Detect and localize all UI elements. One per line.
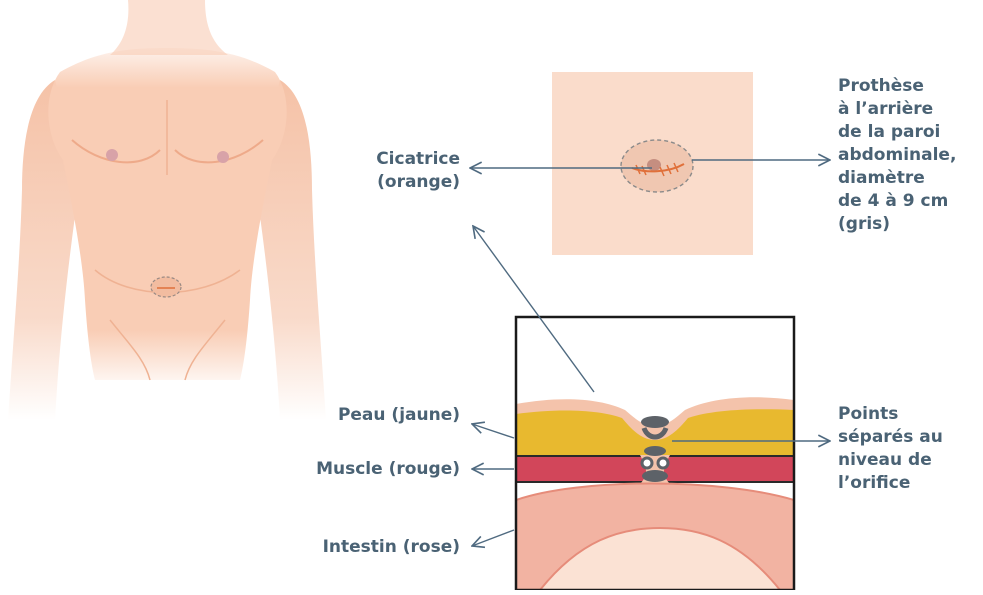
label-points: Points séparés au niveau de l’orifice [838,403,943,495]
label-points-line1: Points [838,403,943,426]
label-muscle-text: Muscle (rouge) [316,459,460,479]
right-nipple [217,151,229,163]
label-peau-text: Peau (jaune) [338,405,460,425]
label-prothese-line5: diamètre [838,167,956,190]
arrow-peau [472,424,514,438]
arrow-intestin [472,530,514,546]
label-muscle: Muscle (rouge) [280,458,460,481]
neck [110,0,228,55]
label-prothese-line3: de la paroi [838,121,956,144]
navel-prosthesis-outline [151,277,181,297]
label-prothese-line7: (gris) [838,213,956,236]
label-intestin-text: Intestin (rose) [323,537,460,557]
cross-section-panel [516,317,794,590]
suture-points [641,416,669,482]
left-nipple [106,149,118,161]
label-prothese-line1: Prothèse [838,75,956,98]
label-cicatrice: Cicatrice (orange) [340,148,460,194]
torso [48,48,286,380]
label-cicatrice-line1: Cicatrice [340,148,460,171]
label-points-line2: séparés au [838,426,943,449]
label-prothese-line2: à l’arrière [838,98,956,121]
navel-detail-panel [552,72,753,255]
label-prothese: Prothèse à l’arrière de la paroi abdomin… [838,75,956,236]
navel [647,159,661,171]
label-prothese-line6: de 4 à 9 cm [838,190,956,213]
label-cicatrice-line2: (orange) [340,171,460,194]
label-points-line4: l’orifice [838,472,943,495]
label-peau: Peau (jaune) [300,404,460,427]
label-points-line3: niveau de [838,449,943,472]
torso-illustration [8,0,326,420]
label-intestin: Intestin (rose) [290,536,460,559]
label-prothese-line4: abdominale, [838,144,956,167]
